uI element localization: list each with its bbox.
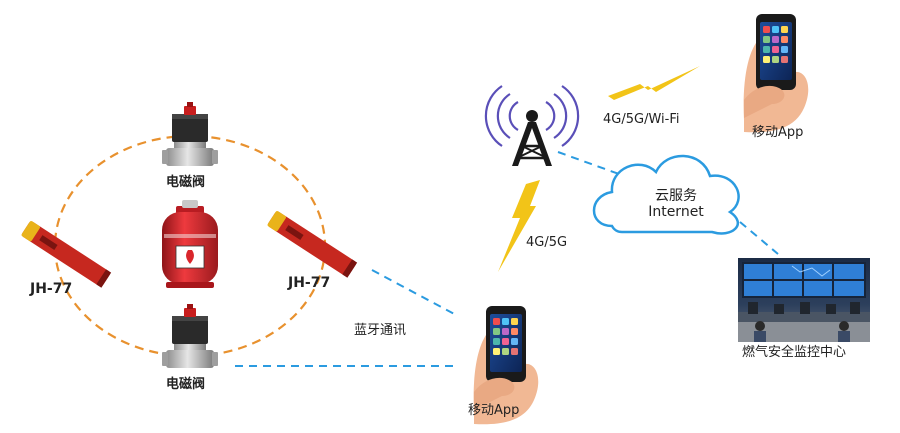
lightning-icon — [608, 66, 700, 100]
sensor-right-label: JH-77 — [288, 275, 331, 291]
valve-top-label: 电磁阀 — [166, 175, 206, 190]
wireless-bolts — [498, 66, 700, 272]
control-room-photo — [738, 258, 870, 342]
cell-tower-icon — [484, 85, 580, 166]
solenoid-valve-icon — [162, 102, 218, 166]
cloud-label: 云服务 Internet — [626, 188, 726, 220]
wireless-top-label: 4G/5G/Wi-Fi — [603, 112, 680, 127]
bluetooth-label: 蓝牙通讯 — [354, 323, 407, 338]
phone-bottom-label: 移动App — [468, 403, 520, 418]
link-cloud-monitor — [739, 221, 779, 255]
cloud-line2: Internet — [648, 204, 704, 221]
solenoid-valve-icon — [162, 304, 218, 368]
hand-phone-icon — [743, 14, 809, 133]
sensor-left-label: JH-77 — [30, 281, 73, 297]
cloud-line1: 云服务 — [655, 188, 697, 204]
phone-top-label: 移动App — [752, 125, 804, 140]
valve-bottom-label: 电磁阀 — [166, 377, 206, 392]
gas-detector-stick-icon — [21, 221, 112, 288]
lightning-icon — [498, 180, 540, 272]
wireless-mid-label: 4G/5G — [526, 235, 568, 250]
cloud-icon — [592, 154, 740, 235]
monitor-center-label: 燃气安全监控中心 — [742, 345, 847, 360]
gas-detector-stick-icon — [267, 211, 358, 278]
link-sensor-phone — [371, 269, 459, 317]
gas-cylinder-icon — [162, 200, 218, 288]
